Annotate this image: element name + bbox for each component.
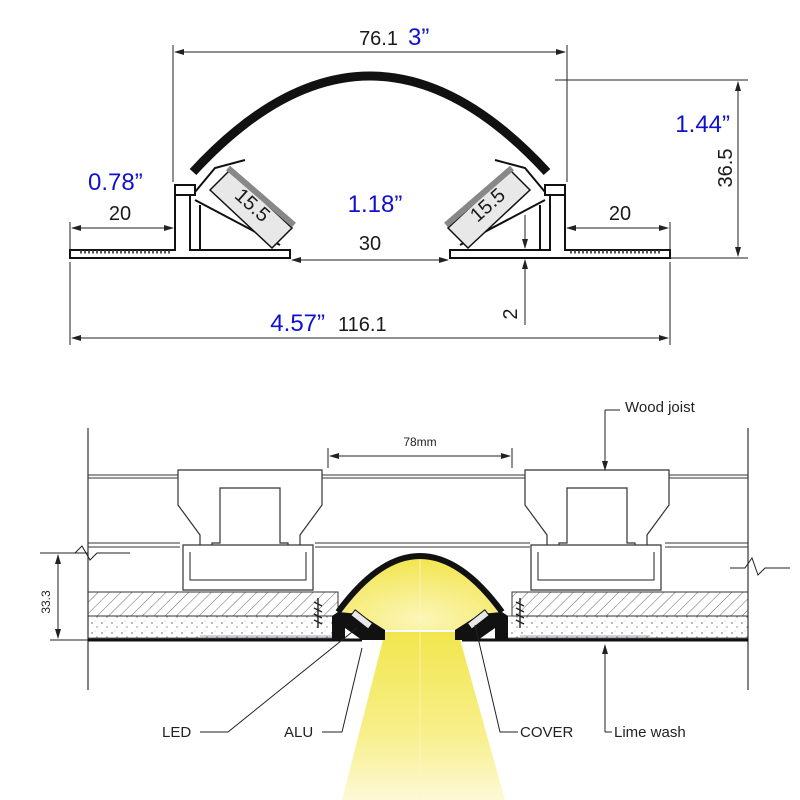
height-in-label: 1.44” [675,111,730,138]
left-mount-bracket [177,469,323,591]
spacing-label: 78mm [403,435,436,449]
top-profile-drawing: 76.1 3” 36.5 1.44” 0.78” 1.18” 20 20 30 … [69,24,748,345]
width-mm-label: 76.1 [359,28,398,50]
lime-wash-label: Lime wash [614,724,686,741]
height-mm-label: 36.5 [715,149,737,188]
lime-wash-layer-right [504,615,749,639]
center-height-in-label: 1.18” [348,191,403,218]
led-strip-right [466,609,490,630]
plaster-board-right [511,591,749,617]
left-flange-mm-label: 20 [109,203,131,225]
width-in-label: 3” [408,24,429,51]
right-mount-bracket [524,469,670,591]
total-width-in-label: 4.57” [270,310,325,337]
led-strip-left [350,609,374,630]
screw-right [515,598,525,628]
profile-dome [189,71,551,176]
plaster-board-left [87,591,339,617]
bottom-installation-drawing: 78mm 33.3 Wood joist LED ALU COVER Lime … [39,399,790,800]
thickness-mm-label: 2 [500,308,522,319]
alu-label: ALU [284,724,313,741]
lime-wash-layer-left [87,615,344,639]
led-label: LED [162,724,191,741]
left-flange-height-in-label: 0.78” [88,169,143,196]
break-symbol-right [730,556,790,576]
right-flange-mm-label: 20 [609,203,631,225]
wood-joist-label: Wood joist [625,399,696,416]
depth-label: 33.3 [39,590,53,614]
total-width-mm-label: 116.1 [338,314,387,336]
screw-left [313,598,323,628]
profile-right-body [444,159,671,259]
alu-profile-dome [335,553,505,614]
light-beam [342,632,505,800]
profile-left-body [69,159,296,259]
opening-mm-label: 30 [359,233,381,255]
cover-label: COVER [520,724,574,741]
